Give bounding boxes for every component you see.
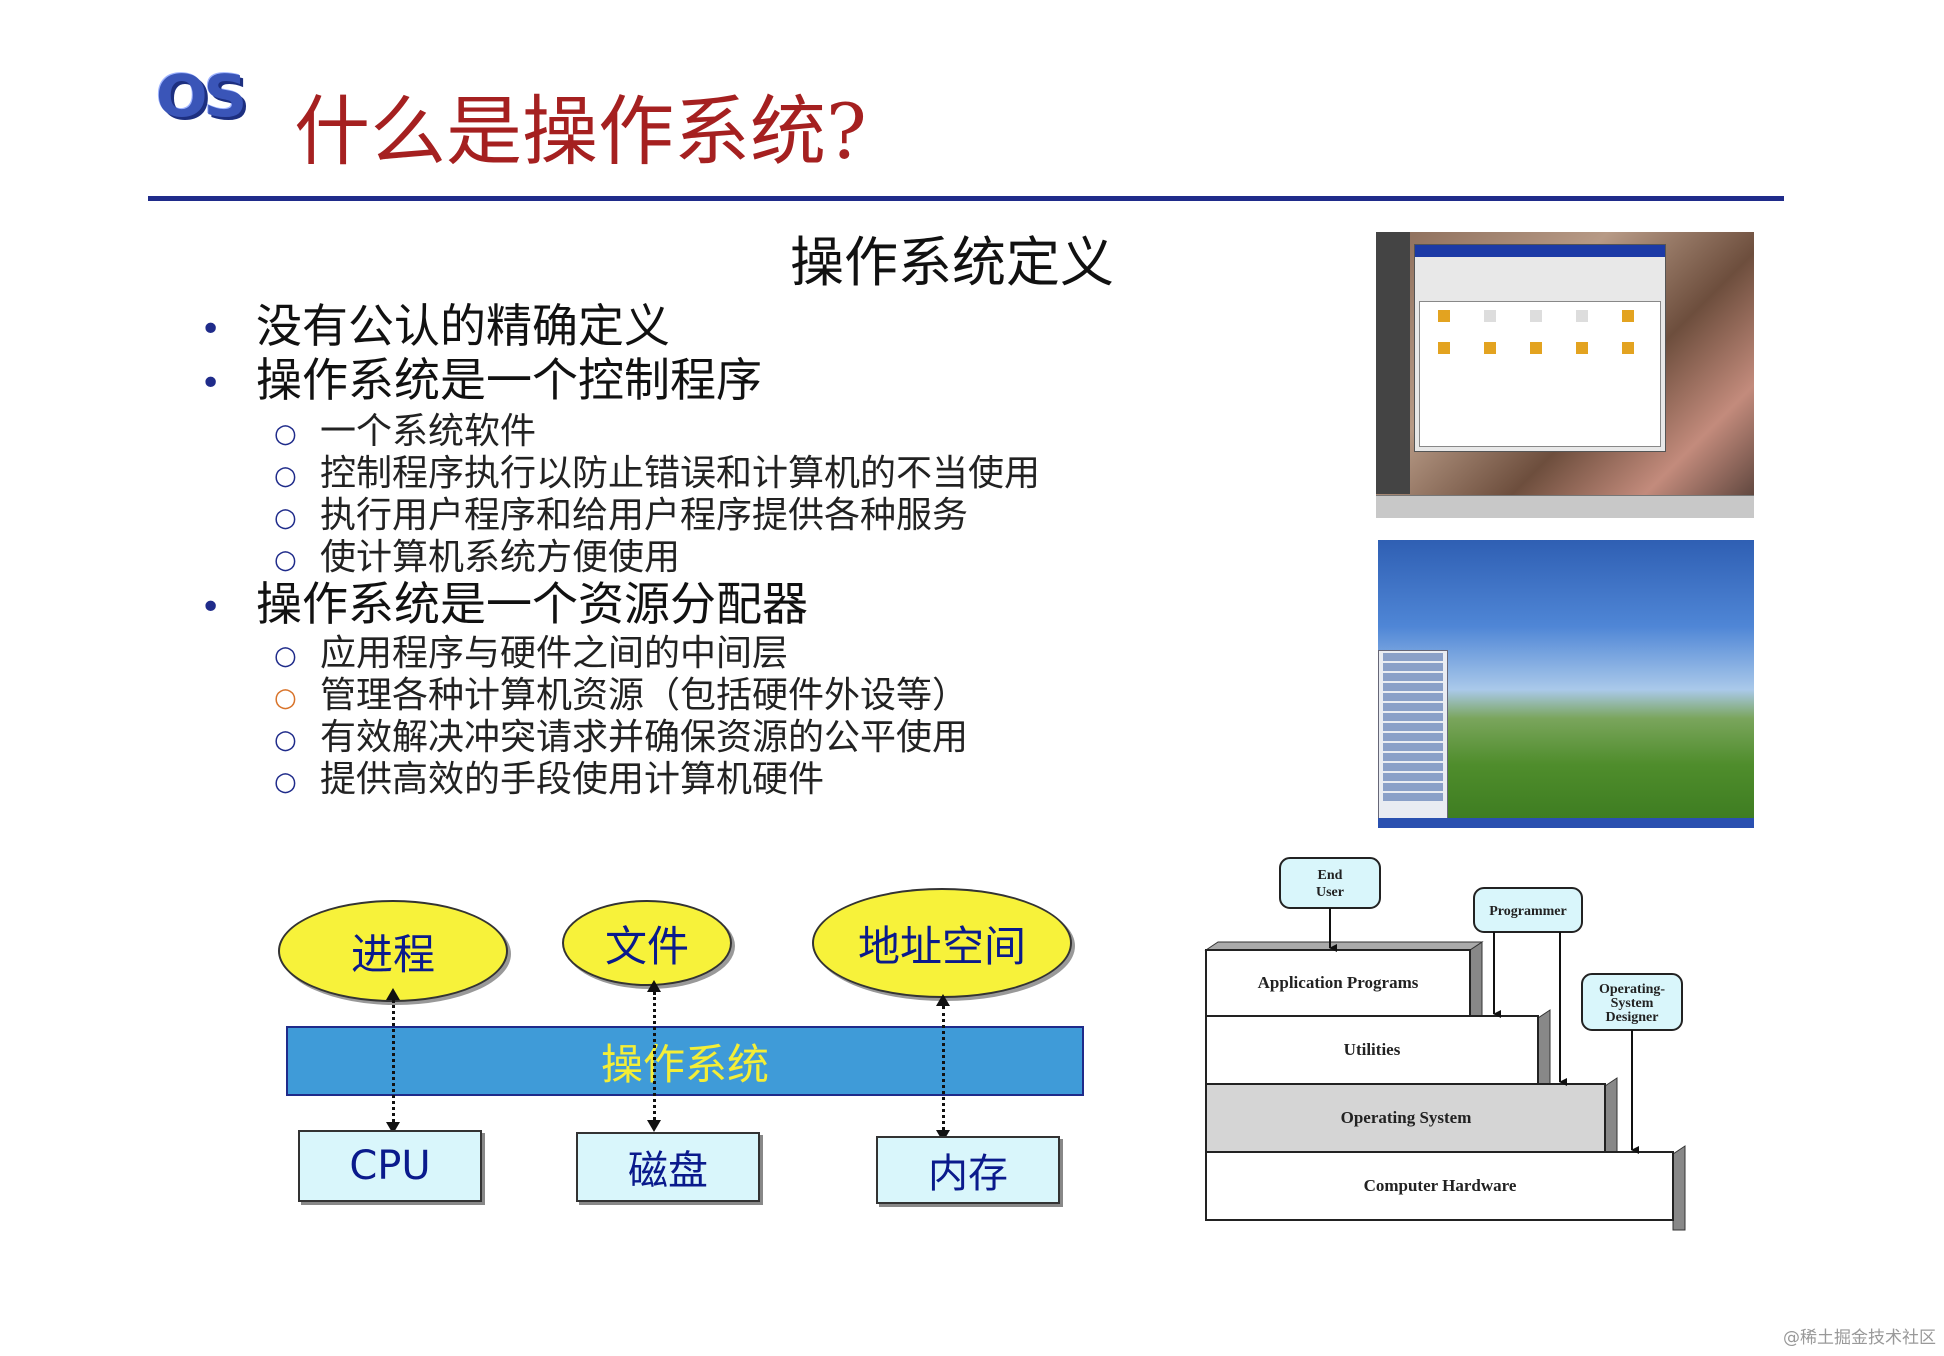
file-icon [1530,310,1542,322]
box-cpu: CPU [298,1130,482,1202]
windows-desktop-screenshot [1378,540,1754,828]
folder-icon [1438,310,1450,322]
circle-bullet-icon: ○ [274,461,297,491]
image-icon [1622,342,1634,354]
layer-utilities [1205,1015,1539,1085]
start-menu [1378,650,1448,822]
oval-process: 进程 [278,900,508,1002]
bullet-dot-icon: • [200,363,222,404]
sub-bullet: ○执行用户程序和给用户程序提供各种服务 [274,495,969,536]
svg-text:End: End [1318,868,1343,883]
svg-text:System: System [1611,996,1654,1011]
sub-bullet: ○应用程序与硬件之间的中间层 [274,633,789,674]
circle-bullet-icon: ○ [274,725,297,755]
file-icon [1576,310,1588,322]
programmer-box [1473,887,1583,933]
taskbar [1378,818,1754,828]
sub-bullet: ○提供高效的手段使用计算机硬件 [274,759,825,800]
sub-bullet: ○有效解决冲突请求并确保资源的公平使用 [274,717,969,758]
image-icon [1530,342,1542,354]
layer-computer-hardware [1205,1151,1674,1221]
layer-label: Application Programs [1258,973,1419,992]
sub-bullet: ○使计算机系统方便使用 [274,537,681,578]
sub-bullet: ○一个系统软件 [274,411,537,452]
layered-view-diagram: Application Programs Utilities Operating… [1204,857,1686,1231]
svg-text:User: User [1316,885,1344,900]
double-arrow-icon [386,988,400,1134]
os-logo: OS [155,62,247,130]
desktop-sidebar [1376,232,1410,494]
double-arrow-icon [647,980,661,1132]
bullet-2: •操作系统是一个控制程序 [200,353,762,407]
layer-label: Computer Hardware [1364,1176,1517,1195]
svg-text:Programmer: Programmer [1489,904,1566,919]
box-disk: 磁盘 [576,1132,760,1202]
file-manager-window [1414,244,1666,452]
layer-label: Operating System [1341,1108,1472,1127]
layer-label: Utilities [1344,1040,1401,1059]
circle-bullet-icon: ○ [274,767,297,797]
bullet-3: •操作系统是一个资源分配器 [200,577,808,631]
image-icon [1484,342,1496,354]
section-subtitle: 操作系统定义 [790,231,1114,294]
double-arrow-icon [936,994,950,1142]
layer-operating-system [1205,1083,1606,1153]
bullet-1: •没有公认的精确定义 [200,299,670,353]
image-icon [1622,310,1634,322]
bullet-dot-icon: • [200,587,222,628]
watermark: @稀土掘金技术社区 [1783,1328,1936,1348]
file-icon [1484,310,1496,322]
end-user-box [1279,857,1381,909]
linux-desktop-screenshot [1376,232,1754,518]
circle-bullet-icon: ○ [274,683,297,713]
os-layer-bar: 操作系统 [286,1026,1084,1096]
bullet-dot-icon: • [200,309,222,350]
box-memory: 内存 [876,1136,1060,1204]
layer-application-programs [1205,949,1471,1017]
circle-bullet-icon: ○ [274,545,297,575]
svg-text:Operating-: Operating- [1599,982,1665,997]
title-divider [148,196,1784,201]
oval-file: 文件 [562,900,732,986]
circle-bullet-icon: ○ [274,419,297,449]
slide-title: 什么是操作系统? [294,87,867,176]
sub-bullet: ○控制程序执行以防止错误和计算机的不当使用 [274,453,1041,494]
oval-address-space: 地址空间 [812,888,1072,998]
image-icon [1438,342,1450,354]
circle-bullet-icon: ○ [274,503,297,533]
taskbar [1376,495,1754,518]
sub-bullet: ○管理各种计算机资源（包括硬件外设等） [274,675,969,716]
svg-text:Designer: Designer [1606,1010,1659,1025]
image-icon [1576,342,1588,354]
circle-bullet-icon: ○ [274,641,297,671]
